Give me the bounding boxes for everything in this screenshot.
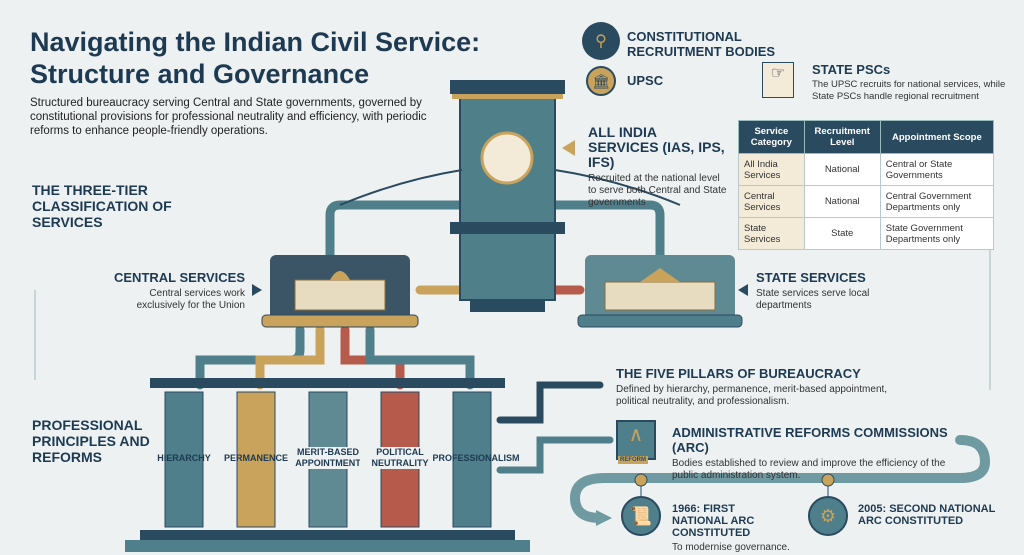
pillar-merit: MERIT-BASED APPOINTMENT [288, 447, 368, 469]
upsc-label: UPSC [627, 73, 664, 88]
upsc-building-icon: 🏛 [586, 66, 616, 96]
all-india-services-label: ALL INDIA SERVICES (IAS, IPS, IFS) Recru… [588, 124, 727, 209]
milestone-1966: 1966: FIRST NATIONAL ARC CONSTITUTED To … [672, 503, 790, 553]
recruitment-search-icon: ⚲ [582, 22, 620, 60]
pillar-permanence: PERMANENCE [223, 453, 288, 463]
pillar-professionalism: PROFESSIONALISM [432, 453, 520, 463]
pillar-neutrality: POLITICAL NEUTRALITY [360, 447, 440, 469]
all-india-tower [459, 89, 556, 301]
central-services-label: CENTRAL SERVICES Central services work e… [114, 270, 245, 311]
timeline-path [569, 435, 991, 523]
pillar-hierarchy: HIERARCHY [157, 453, 211, 463]
gear-org-icon: ⚙ [808, 496, 848, 536]
milestone-2005: 2005: SECOND NATIONAL ARC CONSTITUTED [858, 503, 996, 527]
pipe-tower-to-state [550, 200, 665, 260]
document-hand-icon: ☞ [762, 62, 794, 98]
state-services-label: STATE SERVICES State services serve loca… [756, 270, 870, 311]
principles-heading: PROFESSIONAL PRINCIPLES AND REFORMS [32, 417, 150, 465]
five-pillars-label: THE FIVE PILLARS OF BUREAUCRACY Defined … [616, 366, 888, 407]
compass-blueprint-icon: ∧ REFORM [616, 420, 656, 464]
page-subtitle: Structured bureaucracy serving Central a… [30, 97, 427, 137]
emblem-icon [480, 131, 534, 185]
state-psc-label: STATE PSCs The UPSC recruits for nationa… [812, 62, 1006, 102]
bodies-heading: CONSTITUTIONAL RECRUITMENT BODIES [627, 29, 776, 59]
three-tier-heading: THE THREE-TIER CLASSIFICATION OF SERVICE… [32, 182, 172, 230]
arc-label: ADMINISTRATIVE REFORMS COMMISSIONS (ARC)… [672, 425, 948, 481]
scroll-document-icon: 📜 [621, 496, 661, 536]
page-title: Navigating the Indian Civil Service: Str… [30, 27, 481, 89]
pipe-tower-to-central [325, 200, 465, 260]
